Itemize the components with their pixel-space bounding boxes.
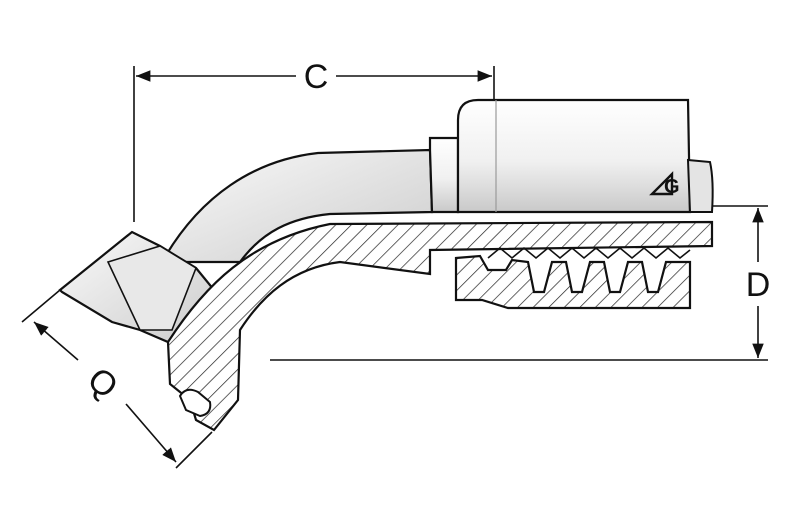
logo-text: G: [664, 176, 680, 198]
section-view: [166, 220, 714, 432]
logo-triangle-icon: [649, 171, 674, 196]
tube-wall-section: [166, 220, 714, 432]
o-ring-groove: [178, 388, 212, 418]
dim-c-label: C: [304, 58, 329, 96]
ferrule-section: [454, 254, 692, 310]
dim-q-label: Q: [80, 360, 125, 406]
brand-logo: G: [649, 171, 680, 198]
collar-step: [428, 136, 460, 214]
dim-q-line-bottom: [125, 403, 177, 463]
ferrule-end-lip: [686, 158, 714, 213]
dimension-c: C: [133, 58, 495, 222]
dim-d-label: D: [746, 266, 771, 304]
dimension-d: D: [270, 205, 771, 361]
dim-q-line-top: [33, 321, 79, 361]
dim-q-extension-top: [21, 289, 61, 323]
flange-shoulder: [106, 245, 197, 331]
serration-teeth: [487, 246, 691, 260]
bent-tube: [160, 148, 434, 264]
dim-q-extension-bottom: [175, 431, 213, 469]
fitting-body: [58, 98, 714, 344]
